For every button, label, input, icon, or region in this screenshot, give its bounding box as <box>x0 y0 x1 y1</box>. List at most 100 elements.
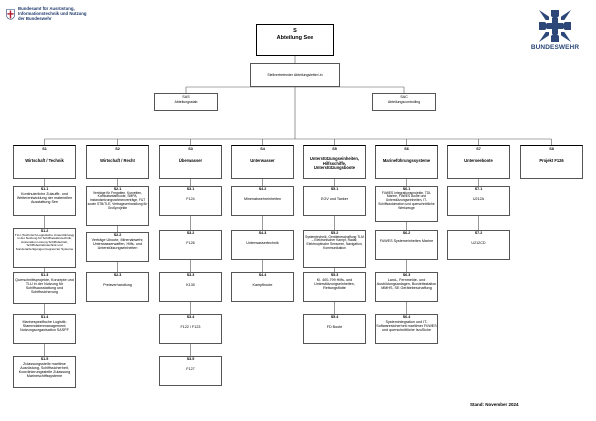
unit-name: Verträge für Fregatten, Korvetten, Komba… <box>87 190 148 210</box>
dept-name-s4: Unterwasser <box>250 157 275 163</box>
unit-name: F122 / F123 <box>180 324 201 329</box>
unit-code: S6.4 <box>402 315 411 319</box>
unit-box-s7-1[interactable]: S7.1 U212A <box>447 186 510 216</box>
unit-code: S6.1 <box>402 187 411 191</box>
agency-name-line1: Bundesamt für Ausrüstung, <box>18 6 75 11</box>
unit-name: Systemtechnik, Gerätebeschaffung TLM – E… <box>305 234 364 250</box>
unit-code: S3.2 <box>186 231 195 235</box>
unit-box-s1-4[interactable]: S1.4 Marinespezifische Logistik; Stammda… <box>13 314 76 344</box>
root-box[interactable]: S Abteilung See <box>256 24 334 56</box>
bundeswehr-wordmark: BUNDESWEHR <box>530 44 580 51</box>
staff-name-sas: Abteilungsstab <box>174 99 198 104</box>
unit-name: U212CD <box>471 240 486 245</box>
unit-box-s6-1[interactable]: S6.1 FüWES Integrationsprojekte, TDL Mar… <box>375 186 438 222</box>
unit-box-s3-4[interactable]: S3.4 F122 / F123 <box>159 314 222 344</box>
unit-box-s2-3[interactable]: S2.3 Preisverhandlung <box>86 272 149 302</box>
dept-code-s2: S2 <box>115 147 120 151</box>
unit-name: U212A <box>472 196 485 201</box>
unit-box-s3-3[interactable]: S3.3 K130 <box>159 272 222 302</box>
unit-box-s5-2[interactable]: S5.2 Systemtechnik, Gerätebeschaffung TL… <box>303 230 366 268</box>
unit-box-s4-3[interactable]: S4.3 Unterwassertechnik <box>231 230 294 260</box>
dept-name-s5: Unterstützungseinheiten, Hilfsschiffe, U… <box>309 155 360 171</box>
agency-name-line2: Informationstechnik und Nutzung <box>18 11 87 16</box>
dept-code-s1: S1 <box>42 147 47 151</box>
dept-name-s8: Projekt F126 <box>539 157 564 163</box>
unit-box-s2-2[interactable]: S2.2 Verträge Uboote, Minenabwehr, Unter… <box>86 232 149 262</box>
unit-code: S2.3 <box>113 273 122 277</box>
dept-box-s6[interactable]: S6 Marineführungssysteme <box>375 145 438 179</box>
staff-box-sac[interactable]: SAC Abteilungscontrolling <box>372 93 436 111</box>
unit-box-s2-1[interactable]: S2.1 Verträge für Fregatten, Korvetten, … <box>86 186 149 226</box>
unit-code: S3.3 <box>186 273 195 277</box>
unit-code: S1.3 <box>40 273 49 277</box>
unit-name: Zulassungsstelle maritime Ausrüstung, Sc… <box>18 361 71 379</box>
dept-code-s7: S7 <box>476 147 481 151</box>
unit-name: Unterwassertechnik <box>246 240 279 245</box>
dept-name-s2: Wirtschaft / Recht <box>100 157 135 163</box>
unit-code: S4.2 <box>258 187 267 191</box>
unit-name: Kontinuierliche Zulauffir- und Weiterent… <box>16 191 73 204</box>
unit-code: S1.1 <box>40 187 49 191</box>
unit-name: EGV und Tanker <box>321 196 348 201</box>
dept-box-s3[interactable]: S3 Überwasser <box>159 145 222 179</box>
deputy-name: Stellvertretender Abteilungsleiter/-in <box>267 72 323 77</box>
unit-box-s6-4[interactable]: S6.4 Systemintegration und IT-Softwaresi… <box>375 314 438 344</box>
unit-box-s3-1[interactable]: S3.1 F124 <box>159 186 222 216</box>
unit-name: F124 <box>186 196 195 201</box>
unit-code: S7.1 <box>474 187 483 191</box>
unit-box-s5-1[interactable]: S5.1 EGV und Tanker <box>303 186 366 216</box>
unit-code: S3.1 <box>186 187 195 191</box>
dept-box-s8[interactable]: S8 Projekt F126 <box>520 145 583 179</box>
dept-name-s6: Marineführungssysteme <box>382 157 431 163</box>
unit-box-s7-2[interactable]: S7.2 U212CD <box>447 230 510 260</box>
agency-name: Bundesamt für Ausrüstung, Informationste… <box>18 6 87 21</box>
deputy-box[interactable]: Stellvertretender Abteilungsleiter/-in <box>250 63 340 87</box>
unit-code: S5.4 <box>330 315 339 319</box>
dept-box-s4[interactable]: S4 Unterwasser <box>231 145 294 179</box>
unit-box-s3-5[interactable]: S3.5 F127 <box>159 356 222 386</box>
unit-box-s4-2[interactable]: S4.2 Minenabwehreinheiten <box>231 186 294 216</box>
unit-name: F126 <box>186 240 195 245</box>
unit-code: S3.5 <box>186 357 195 361</box>
staff-code-sac: SAC <box>400 95 408 99</box>
unit-name: F127 <box>186 366 195 371</box>
agency-name-line3: der Bundeswehr <box>18 16 52 21</box>
agency-emblem-icon <box>6 7 15 20</box>
unit-code: S5.1 <box>330 187 339 191</box>
unit-box-s1-3[interactable]: S1.3 Querschnittsprojekte, Konzepte und … <box>13 272 76 304</box>
unit-code: S2.1 <box>113 187 122 191</box>
staff-box-sas[interactable]: SAS Abteilungsstab <box>154 93 218 111</box>
unit-box-s3-2[interactable]: S3.2 F126 <box>159 230 222 260</box>
dept-box-s2[interactable]: S2 Wirtschaft / Recht <box>86 145 149 179</box>
unit-box-s6-3[interactable]: S6.3 Land-, Fernmelde- und Ausbildungsan… <box>375 272 438 302</box>
unit-code: S4.4 <box>258 273 267 277</box>
unit-code: S1.2 <box>40 229 49 233</box>
unit-box-s6-2[interactable]: S6.2 FüWES Systemeinheiten Marine <box>375 230 438 260</box>
unit-code: S1.4 <box>40 315 49 319</box>
dept-box-s7[interactable]: S7 Unterseeboote <box>447 145 510 179</box>
unit-box-s1-2[interactable]: S1.2 TLU (Technisch-Logistische Unterstü… <box>13 228 76 268</box>
unit-code: S7.2 <box>474 231 483 235</box>
dept-name-s7: Unterseeboote <box>464 157 493 163</box>
unit-name: Systemintegration und IT-Softwaresicherh… <box>376 319 437 332</box>
dept-code-s6: S6 <box>404 147 409 151</box>
unit-code: S5.3 <box>330 273 339 277</box>
unit-code: S2.2 <box>113 233 122 237</box>
unit-box-s5-4[interactable]: S5.4 FD Boote <box>303 314 366 344</box>
root-code: S <box>293 28 297 34</box>
unit-box-s5-3[interactable]: S5.3 Kl. 400-799 Hilfs- und Unterstützun… <box>303 272 366 302</box>
dept-box-s5[interactable]: S5 Unterstützungseinheiten, Hilfsschiffe… <box>303 145 366 179</box>
dept-code-s8: S8 <box>549 147 554 151</box>
staff-name-sac: Abteilungscontrolling <box>387 99 421 104</box>
unit-name: Minenabwehreinheiten <box>243 196 282 201</box>
unit-box-s1-1[interactable]: S1.1 Kontinuierliche Zulauffir- und Weit… <box>13 186 76 216</box>
unit-code: S6.2 <box>402 231 411 235</box>
dept-box-s1[interactable]: S1 Wirtschaft / Technik <box>13 145 76 179</box>
unit-name: FD Boote <box>326 324 343 329</box>
dept-code-s4: S4 <box>260 147 265 151</box>
iron-cross-icon <box>537 8 573 44</box>
staff-code-sas: SAS <box>182 95 190 99</box>
unit-name: Kl. 400-799 Hilfs- und Unterstützungsein… <box>314 277 355 290</box>
unit-box-s4-4[interactable]: S4.4 Kampfboote <box>231 272 294 302</box>
unit-box-s1-5[interactable]: S1.5 Zulassungsstelle maritime Ausrüstun… <box>13 356 76 388</box>
